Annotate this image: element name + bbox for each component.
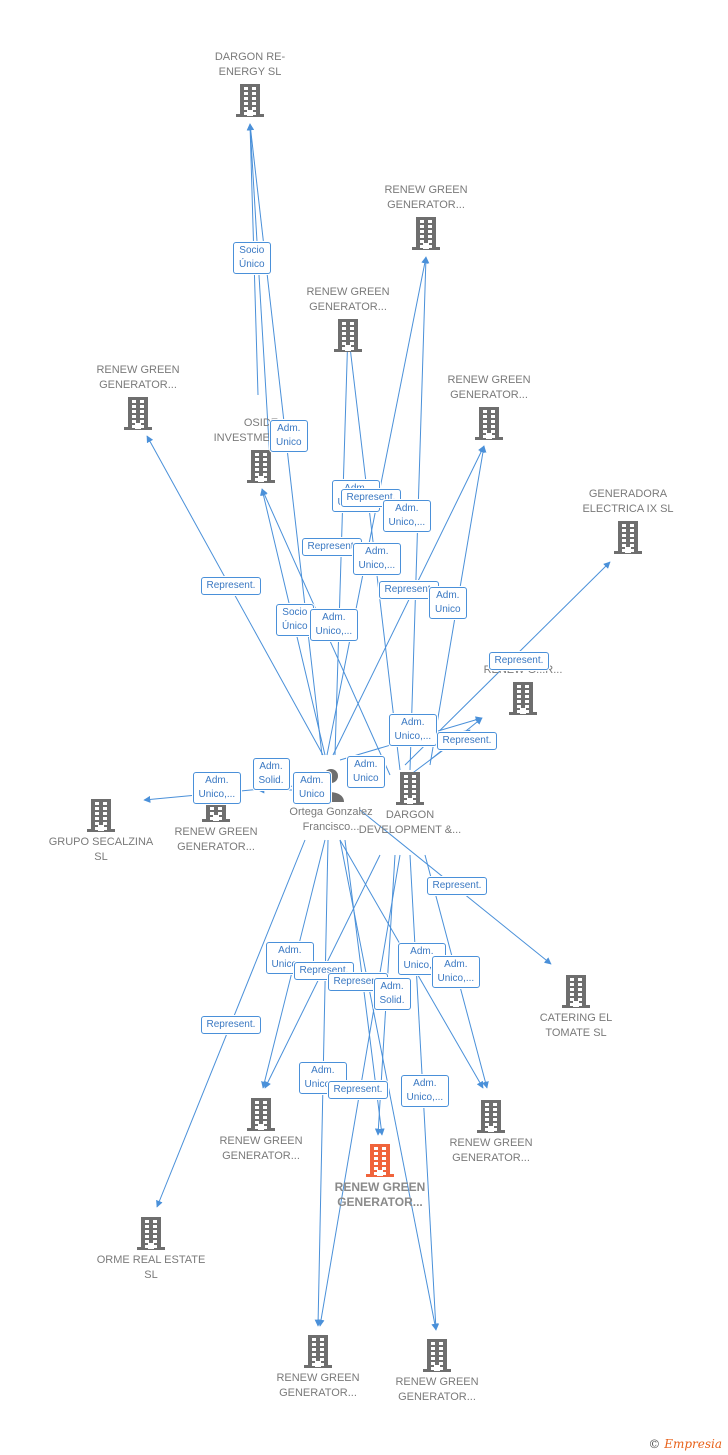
node-label: DARGON RE- ENERGY SL xyxy=(214,51,286,78)
edge-label-17[interactable]: Adm.Unico xyxy=(293,772,331,804)
building-icon xyxy=(122,395,154,431)
node-rg_left[interactable]: RENEW GREEN GENERATOR... xyxy=(83,363,193,433)
edge-1 xyxy=(246,123,271,461)
building-icon xyxy=(135,1215,167,1251)
building-icon xyxy=(332,317,364,353)
node-orme[interactable]: ORME REAL ESTATE SL xyxy=(96,1213,206,1283)
edge-label-18[interactable]: Adm.Unico xyxy=(347,756,385,788)
brand-name: Empresia xyxy=(664,1437,722,1451)
edge-label-23[interactable]: Adm.Unico,... xyxy=(431,956,481,988)
edge-label-5[interactable]: Adm.Unico,... xyxy=(382,500,432,532)
node-label: RENEW GREEN GENERATOR... xyxy=(276,1372,360,1399)
building-icon xyxy=(507,680,539,716)
node-label: Ortega Gonzalez Francisco... xyxy=(289,806,373,833)
edge-label-29[interactable]: Adm.Unico,... xyxy=(400,1075,450,1107)
edge-label-1[interactable]: Adm.Unico xyxy=(270,420,308,452)
building-icon xyxy=(85,797,117,833)
building-icon xyxy=(560,973,592,1009)
node-person[interactable]: Ortega Gonzalez Francisco... xyxy=(276,765,386,835)
node-label: CATERING EL TOMATE SL xyxy=(539,1012,613,1039)
node-grupo[interactable]: GRUPO SECALZINA SL xyxy=(46,795,156,865)
node-label: RENEW GREEN GENERATOR... xyxy=(96,364,180,391)
node-catering[interactable]: CATERING EL TOMATE SL xyxy=(521,971,631,1041)
node-label: DARGON DEVELOPMENT &... xyxy=(358,809,462,836)
building-icon xyxy=(612,519,644,555)
node-rg_far[interactable]: RENEW G...R... xyxy=(468,663,578,718)
building-icon xyxy=(245,448,277,484)
node-rg_br[interactable]: RENEW GREEN GENERATOR... xyxy=(436,1096,546,1166)
edge-label-7[interactable]: Adm.Unico,... xyxy=(352,543,402,575)
building-icon xyxy=(302,1333,334,1369)
copyright-symbol: © xyxy=(648,1437,661,1451)
building-icon xyxy=(421,1337,453,1373)
edge-label-16[interactable]: Adm.Unico,... xyxy=(192,772,242,804)
building-icon xyxy=(245,1096,277,1132)
node-rg_bottom2[interactable]: RENEW GREEN GENERATOR... xyxy=(382,1335,492,1405)
node-label: RENEW GREEN GENERATOR... xyxy=(174,826,258,853)
node-rg_bottom1[interactable]: RENEW GREEN GENERATOR... xyxy=(263,1331,373,1401)
edge-label-28[interactable]: Represent. xyxy=(327,1081,389,1099)
edge-label-2[interactable]: Represent. xyxy=(200,577,262,595)
edge-label-11[interactable]: Adm.Unico,... xyxy=(309,609,359,641)
node-label: RENEW GREEN GENERATOR... xyxy=(384,184,468,211)
node-label: GENERADORA ELECTRICA IX SL xyxy=(582,488,674,515)
edge-label-19[interactable]: Represent. xyxy=(426,877,488,895)
node-label: RENEW GREEN GENERATOR... xyxy=(306,286,390,313)
node-rg_bl[interactable]: RENEW GREEN GENERATOR... xyxy=(206,1094,316,1164)
edge-7 xyxy=(146,435,324,756)
edge-label-12[interactable]: Represent. xyxy=(488,652,550,670)
edge-label-15[interactable]: Adm.Solid. xyxy=(252,758,290,790)
edge-label-26[interactable]: Represent. xyxy=(200,1016,262,1034)
node-label: ORME REAL ESTATE SL xyxy=(96,1254,206,1281)
edge-label-9[interactable]: Adm.Unico xyxy=(429,587,467,619)
edge-label-25[interactable]: Adm.Solid. xyxy=(373,978,411,1010)
building-icon xyxy=(364,1142,396,1178)
building-icon xyxy=(394,770,426,806)
node-label: RENEW GREEN GENERATOR... xyxy=(447,374,531,401)
building-icon xyxy=(234,82,266,118)
node-rg_mid[interactable]: RENEW GREEN GENERATOR... xyxy=(293,285,403,355)
node-rg_right[interactable]: RENEW GREEN GENERATOR... xyxy=(434,373,544,443)
node-dargon_dev[interactable]: DARGON DEVELOPMENT &... xyxy=(355,768,465,838)
edge-label-13[interactable]: Adm.Unico,... xyxy=(388,714,438,746)
node-label: GRUPO SECALZINA SL xyxy=(48,836,154,863)
edge-label-14[interactable]: Represent. xyxy=(436,732,498,750)
edge-label-20[interactable]: Adm.Unico,... xyxy=(265,942,315,974)
building-icon xyxy=(410,215,442,251)
node-label: RENEW GREEN GENERATOR... xyxy=(395,1376,479,1403)
node-label: RENEW GREEN GENERATOR... xyxy=(449,1137,533,1164)
building-icon xyxy=(475,1098,507,1134)
node-label: RENEW GREEN GENERATOR... xyxy=(334,1180,426,1209)
node-rg_focus[interactable]: RENEW GREEN GENERATOR... xyxy=(325,1140,435,1210)
building-icon xyxy=(473,405,505,441)
node-label: RENEW GREEN GENERATOR... xyxy=(219,1135,303,1162)
node-gen_ix[interactable]: GENERADORA ELECTRICA IX SL xyxy=(573,487,683,557)
footer-brand: © Empresia xyxy=(648,1437,722,1451)
node-rg_top[interactable]: RENEW GREEN GENERATOR... xyxy=(371,183,481,253)
node-dargon_re[interactable]: DARGON RE- ENERGY SL xyxy=(195,50,305,120)
edge-label-8[interactable]: Represent. xyxy=(378,581,440,599)
